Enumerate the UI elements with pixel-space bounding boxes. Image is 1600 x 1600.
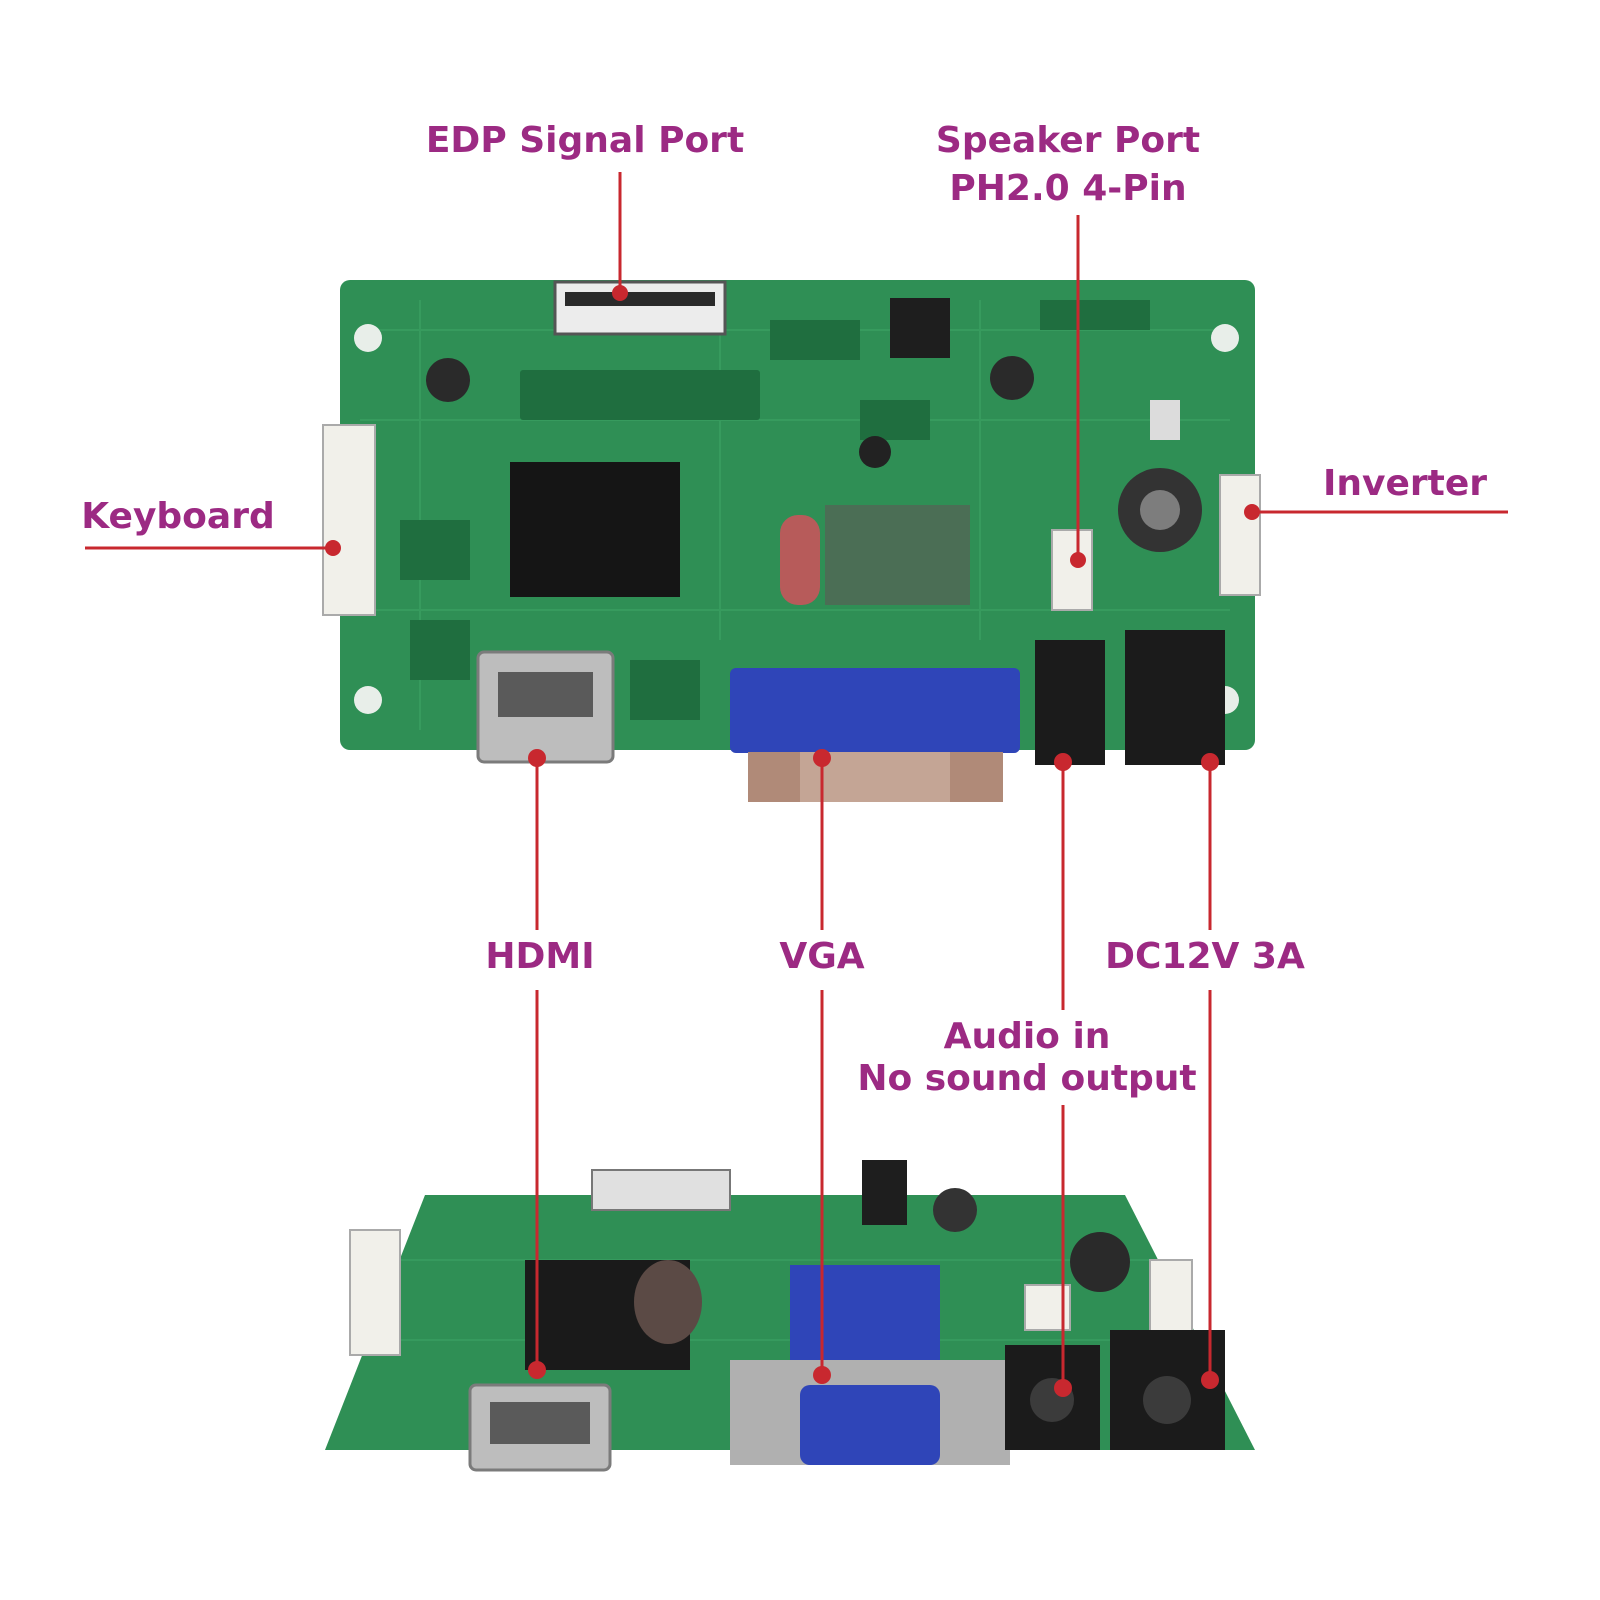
label-speaker-pin: PH2.0 4-Pin: [949, 168, 1186, 209]
secondary-chip: [825, 505, 970, 605]
inverter-connector: [1219, 474, 1261, 596]
bottom-large-capacitor: [1070, 1232, 1130, 1292]
label-inverter: Inverter: [1323, 463, 1487, 504]
smd-components: [400, 300, 1180, 720]
leader-points: [325, 285, 1260, 1397]
crystal: [780, 515, 820, 605]
bottom-capacitor: [933, 1188, 977, 1232]
label-vga: VGA: [779, 936, 864, 977]
edp-connector: [553, 280, 727, 336]
dc-jack: [1125, 630, 1225, 765]
label-speaker-port: Speaker Port: [936, 120, 1200, 161]
label-no-sound-output: No sound output: [857, 1058, 1196, 1099]
transistor: [859, 436, 891, 468]
bottom-black-header: [862, 1160, 907, 1225]
label-keyboard: Keyboard: [81, 496, 274, 537]
mounting-hole: [354, 686, 382, 714]
top-board: [322, 280, 1261, 802]
labels: EDP Signal Port Speaker Port PH2.0 4-Pin…: [81, 120, 1487, 1099]
label-dc-power: DC12V 3A: [1105, 936, 1305, 977]
capacitor: [426, 358, 470, 402]
speaker-connector: [1051, 529, 1093, 611]
label-edp-signal-port: EDP Signal Port: [426, 120, 744, 161]
leader-lines: [85, 172, 1508, 1388]
bottom-board: [325, 1160, 1255, 1472]
bottom-vga-port: [800, 1385, 940, 1465]
label-audio-in: Audio in: [944, 1016, 1111, 1057]
bottom-edp-connector: [591, 1169, 731, 1211]
main-chip: [510, 462, 680, 597]
vga-port: [730, 668, 1020, 753]
bottom-keyboard-connector: [349, 1229, 401, 1356]
capacitor: [990, 356, 1034, 400]
label-hdmi: HDMI: [485, 936, 594, 977]
mounting-hole: [1211, 324, 1239, 352]
black-header: [890, 298, 950, 358]
mounting-hole: [354, 324, 382, 352]
audio-jack: [1035, 640, 1105, 765]
keyboard-connector: [322, 424, 376, 616]
